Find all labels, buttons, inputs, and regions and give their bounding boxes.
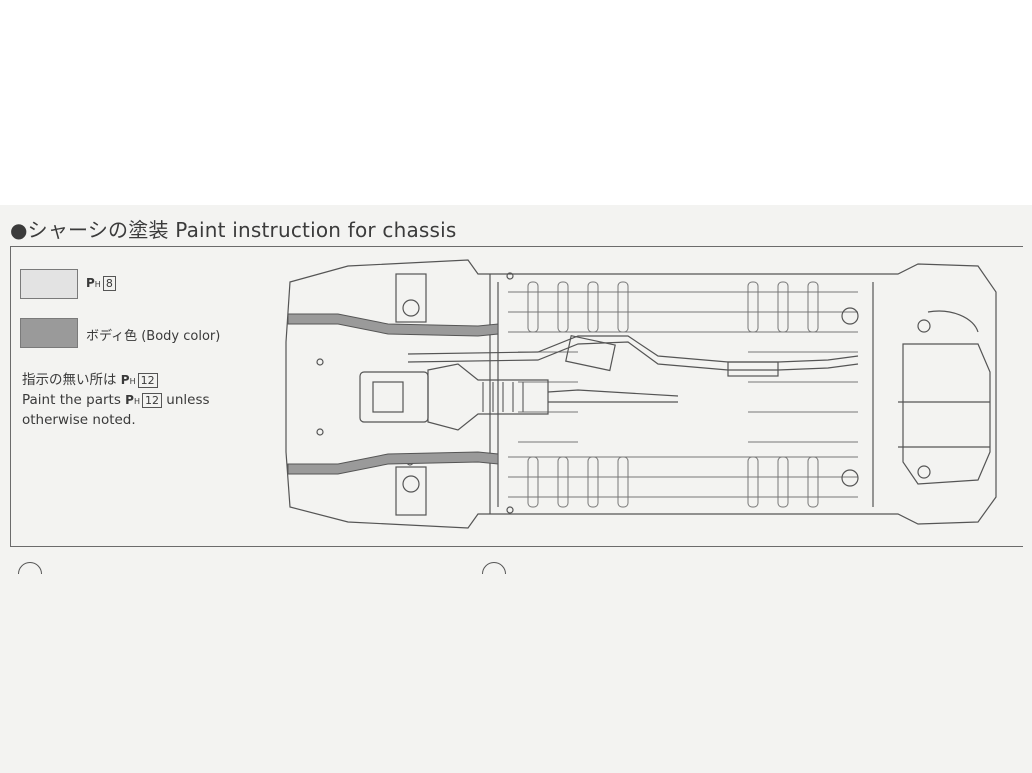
instruction-frame bbox=[10, 246, 1023, 547]
oil-pan bbox=[359, 371, 429, 423]
right-frame-rail bbox=[287, 451, 499, 475]
exhaust-pipe bbox=[407, 341, 859, 371]
fuel-tank bbox=[902, 343, 991, 485]
chassis-outline bbox=[285, 259, 997, 529]
note-line-3: otherwise noted. bbox=[22, 412, 136, 428]
paint-number-box: 8 bbox=[102, 276, 116, 291]
catalytic-converter bbox=[565, 334, 616, 372]
body-color-swatch bbox=[20, 318, 78, 348]
transmission bbox=[427, 363, 549, 431]
section-title: ●シャーシの塗装 Paint instruction for chassis bbox=[10, 218, 457, 242]
chassis-underside-drawing bbox=[285, 259, 997, 529]
muffler bbox=[727, 361, 779, 377]
left-frame-rail bbox=[287, 313, 499, 337]
light-gray-swatch bbox=[20, 269, 78, 299]
legend-body-color-label: ボディ色 (Body color) bbox=[86, 329, 221, 344]
driveshaft bbox=[547, 389, 679, 397]
instruction-sheet bbox=[0, 205, 1032, 773]
